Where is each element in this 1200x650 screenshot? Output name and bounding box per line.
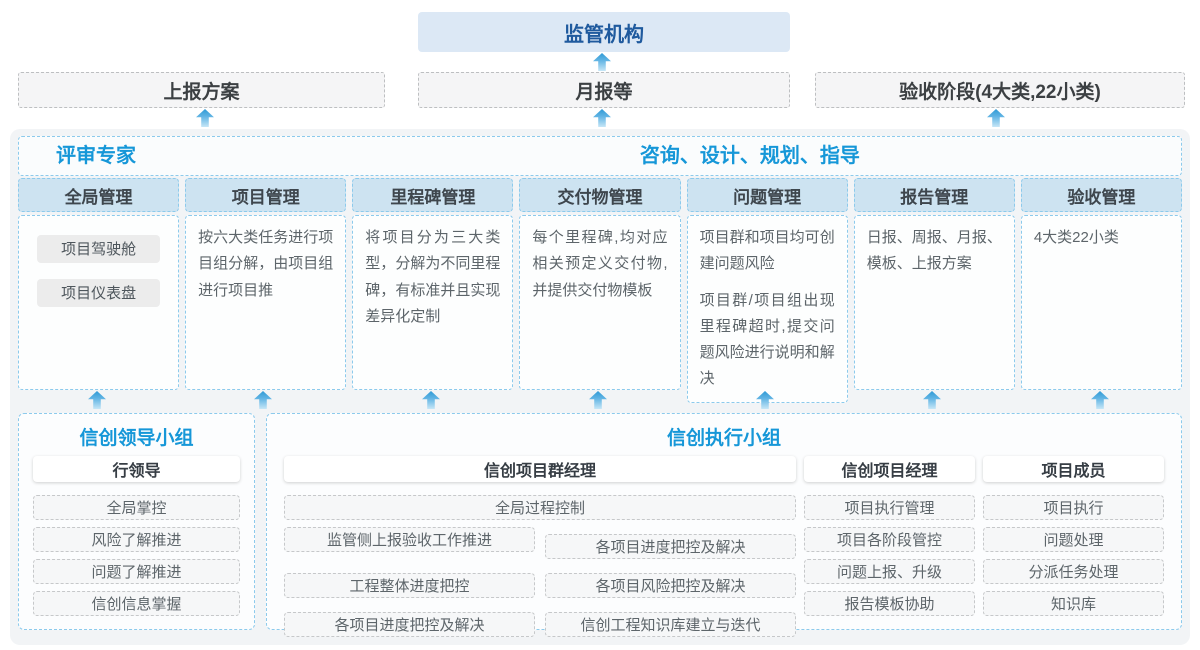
module-header: 全局管理: [18, 178, 180, 212]
up-arrow-icon: [422, 391, 440, 409]
up-arrow-icon: [196, 109, 214, 127]
module-acceptance: 验收管理 4大类22小类: [1020, 178, 1182, 390]
duty-item: 问题上报、升级: [804, 559, 975, 584]
platform-container: 评审专家 咨询、设计、规划、指导 全局管理 项目驾驶舱 项目仪表盘 项目管理 按…: [10, 129, 1190, 645]
module-description: 按六大类任务进行项目组分解，由项目组进行项目推: [198, 229, 334, 299]
regulator-box: 监管机构: [418, 12, 790, 52]
module-deliverable: 交付物管理 每个里程碑,均对应相关预定义交付物,并提供交付物模板: [519, 178, 681, 390]
module-description: 每个里程碑,均对应相关预定义交付物,并提供交付物模板: [532, 229, 668, 299]
module-header: 交付物管理: [519, 178, 681, 212]
module-description: 项目群/项目组出现里程碑超时,提交问题风险进行说明和解决: [699, 291, 835, 388]
module-body: 日报、周报、月报、模板、上报方案: [853, 215, 1015, 390]
duty-item: 问题处理: [983, 527, 1164, 552]
duty-item: 各项目进度把控及解决: [284, 612, 535, 637]
up-arrow-icon: [589, 391, 607, 409]
duty-item: 项目执行: [983, 495, 1164, 520]
duty-item: 项目各阶段管控: [804, 527, 975, 552]
module-milestone: 里程碑管理 将项目分为三大类型，分解为不同里程碑，有标准并且实现差异化定制: [352, 178, 514, 390]
up-arrow-icon: [987, 109, 1005, 127]
duty-item: 监管侧上报验收工作推进: [284, 527, 535, 552]
duty-item: 各项目进度把控及解决: [545, 534, 796, 559]
duty-item: 各项目风险把控及解决: [545, 573, 796, 598]
output-label: 上报方案: [163, 81, 240, 103]
duty-item: 分派任务处理: [983, 559, 1164, 584]
project-manager-column: 信创项目经理 项目执行管理 项目各阶段管控 问题上报、升级 报告模板协助: [804, 456, 975, 637]
output-box-monthly: 月报等: [418, 72, 790, 108]
leader-group-title: 信创领导小组: [79, 428, 194, 449]
duty-item: 项目执行管理: [804, 495, 975, 520]
module-header: 验收管理: [1020, 178, 1182, 212]
module-body: 项目驾驶舱 项目仪表盘: [18, 215, 180, 390]
up-arrow-icon: [923, 391, 941, 409]
up-arrow-icon: [254, 391, 272, 409]
module-header: 项目管理: [185, 178, 347, 212]
duty-item: 问题了解推进: [33, 559, 240, 584]
module-body: 将项目分为三大类型，分解为不同里程碑，有标准并且实现差异化定制: [352, 215, 514, 390]
output-label: 验收阶段(4大类,22小类): [899, 81, 1101, 103]
module-global: 全局管理 项目驾驶舱 项目仪表盘: [18, 178, 180, 390]
program-manager-duties: 监管侧上报验收工作推进 各项目进度把控及解决 工程整体进度把控 各项目风险把控及…: [284, 527, 796, 637]
module-description: 4大类22小类: [1033, 229, 1119, 246]
up-arrow-icon: [88, 391, 106, 409]
output-box-acceptance: 验收阶段(4大类,22小类): [815, 72, 1185, 108]
module-header: 报告管理: [853, 178, 1015, 212]
module-project: 项目管理 按六大类任务进行项目组分解，由项目组进行项目推: [185, 178, 347, 390]
module-body: 按六大类任务进行项目组分解，由项目组进行项目推: [185, 215, 347, 390]
execution-group-content: 信创项目群经理 全局过程控制 监管侧上报验收工作推进 各项目进度把控及解决 工程…: [284, 456, 1164, 637]
duty-item: 全局过程控制: [284, 495, 796, 520]
execution-group: 信创执行小组 信创项目群经理 全局过程控制 监管侧上报验收工作推进 各项目进度把…: [266, 413, 1182, 637]
role-pill: 信创项目经理: [804, 456, 975, 482]
member-column: 项目成员 项目执行 问题处理 分派任务处理 知识库: [983, 456, 1164, 637]
module-description: 将项目分为三大类型，分解为不同里程碑，有标准并且实现差异化定制: [365, 229, 501, 325]
duty-item: 信创信息掌握: [33, 591, 240, 616]
leader-group: 信创领导小组 行领导 全局掌控 风险了解推进 问题了解推进 信创信息掌握: [18, 413, 255, 630]
regulator-label: 监管机构: [564, 23, 644, 46]
module-description: 日报、周报、月报、模板、上报方案: [866, 229, 1002, 273]
duty-item: 知识库: [983, 591, 1164, 616]
output-label: 月报等: [575, 81, 633, 103]
consulting-label: 咨询、设计、规划、指导: [639, 145, 860, 167]
module-header: 里程碑管理: [352, 178, 514, 212]
leader-group-content: 行领导 全局掌控 风险了解推进 问题了解推进 信创信息掌握: [33, 456, 240, 616]
experts-bar: 评审专家 咨询、设计、规划、指导: [18, 136, 1182, 176]
duty-item: 信创工程知识库建立与迭代: [545, 612, 796, 637]
duty-item: 风险了解推进: [33, 527, 240, 552]
module-body: 4大类22小类: [1020, 215, 1182, 390]
role-pill: 行领导: [33, 456, 240, 482]
feature-pill: 项目驾驶舱: [37, 235, 161, 263]
module-body: 每个里程碑,均对应相关预定义交付物,并提供交付物模板: [519, 215, 681, 390]
feature-pill: 项目仪表盘: [37, 279, 161, 307]
module-columns: 全局管理 项目驾驶舱 项目仪表盘 项目管理 按六大类任务进行项目组分解，由项目组…: [18, 178, 1182, 403]
module-report: 报告管理 日报、周报、月报、模板、上报方案: [853, 178, 1015, 390]
role-pill: 项目成员: [983, 456, 1164, 482]
module-header: 问题管理: [686, 178, 848, 212]
duty-item: 报告模板协助: [804, 591, 975, 616]
program-manager-column: 信创项目群经理 全局过程控制 监管侧上报验收工作推进 各项目进度把控及解决 工程…: [284, 456, 796, 637]
output-box-report-plan: 上报方案: [18, 72, 385, 108]
role-pill: 信创项目群经理: [284, 456, 796, 482]
duty-item: 工程整体进度把控: [284, 573, 535, 598]
up-arrow-icon: [593, 109, 611, 127]
execution-group-title: 信创执行小组: [666, 428, 781, 449]
up-arrow-icon: [1091, 391, 1109, 409]
module-description: 项目群和项目均可创建问题风险: [699, 229, 835, 273]
module-body: 项目群和项目均可创建问题风险 项目群/项目组出现里程碑超时,提交问题风险进行说明…: [686, 215, 848, 403]
module-issue: 问题管理 项目群和项目均可创建问题风险 项目群/项目组出现里程碑超时,提交问题风…: [686, 178, 848, 403]
duty-item: 全局掌控: [33, 495, 240, 520]
experts-label: 评审专家: [56, 145, 136, 167]
up-arrow-icon: [593, 53, 611, 71]
